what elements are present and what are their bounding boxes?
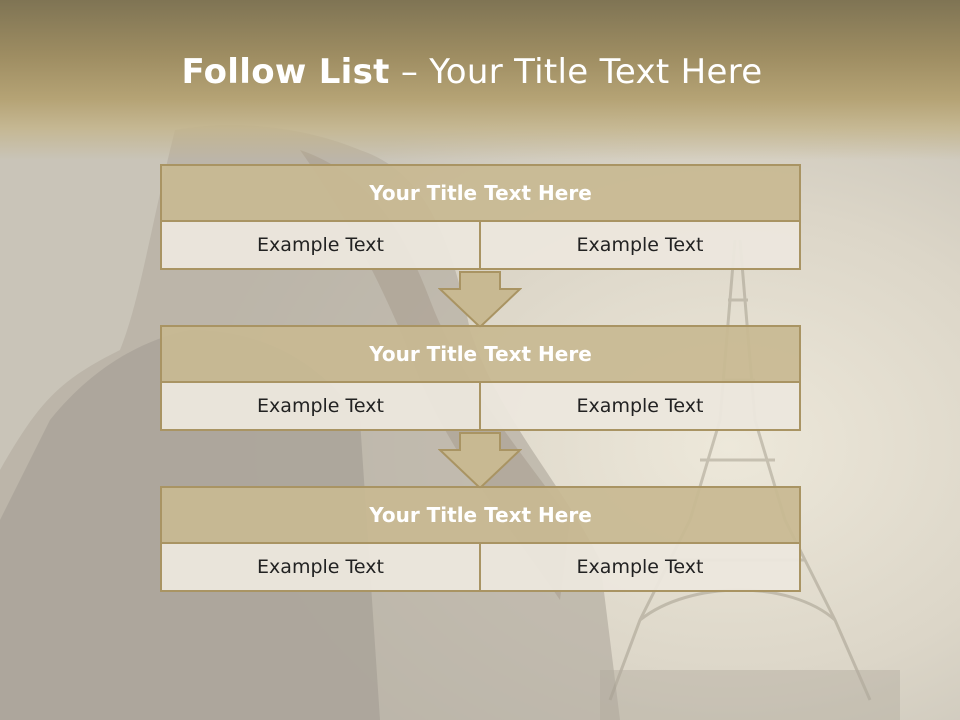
down-arrow-icon [438, 432, 522, 490]
slide-title-bold: Follow List [181, 52, 390, 92]
list-block-1: Your Title Text Here Example Text Exampl… [160, 164, 801, 270]
block-cell-left[interactable]: Example Text [160, 542, 481, 592]
block-title[interactable]: Your Title Text Here [160, 164, 801, 222]
slide-title: Follow List – Your Title Text Here [0, 52, 944, 92]
block-cell-left[interactable]: Example Text [160, 381, 481, 431]
block-title[interactable]: Your Title Text Here [160, 325, 801, 383]
block-cell-left[interactable]: Example Text [160, 220, 481, 270]
slide-title-rest: – Your Title Text Here [389, 52, 763, 92]
down-arrow-icon [438, 271, 522, 329]
block-cell-right[interactable]: Example Text [479, 381, 801, 431]
list-block-2: Your Title Text Here Example Text Exampl… [160, 325, 801, 431]
block-cell-right[interactable]: Example Text [479, 542, 801, 592]
list-block-3: Your Title Text Here Example Text Exampl… [160, 486, 801, 592]
block-title[interactable]: Your Title Text Here [160, 486, 801, 544]
block-cell-right[interactable]: Example Text [479, 220, 801, 270]
header-band [0, 0, 960, 160]
